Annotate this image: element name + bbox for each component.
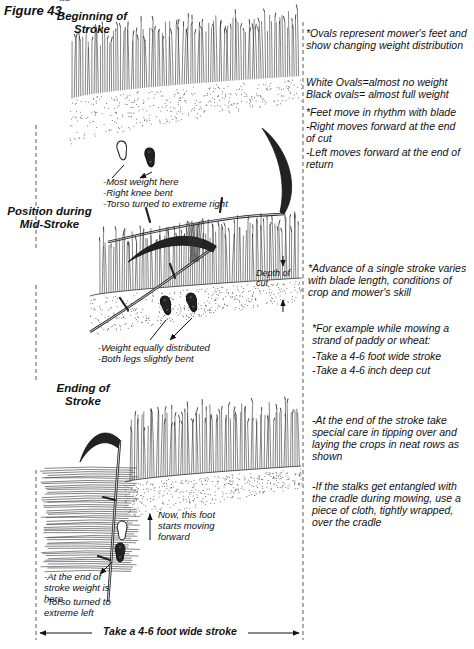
annotation: -Torso turned to extreme left — [44, 597, 124, 619]
annotation: -Take a 4-6 foot wide stroke — [312, 350, 472, 362]
guide-line — [36, 125, 37, 250]
stage-heading: Beginning of Stroke — [52, 10, 132, 36]
stage-heading: Position during Mid-Stroke — [2, 205, 97, 231]
stage-heading: Ending of Stroke — [38, 382, 128, 408]
field-edge — [90, 278, 302, 296]
guide-line — [36, 285, 37, 380]
light-foot — [116, 140, 128, 160]
ground-stipple — [90, 281, 302, 334]
annotation: Depth of cut — [256, 268, 300, 289]
annotation: -Right moves forward at the end of cut — [306, 120, 456, 144]
arrow — [150, 514, 151, 540]
weighted-foot — [144, 147, 156, 167]
annotation: -Torso turned to extreme right — [103, 199, 263, 210]
weighted-foot — [115, 543, 125, 562]
guide-line — [36, 470, 37, 640]
label-backing — [92, 624, 248, 640]
stage-heading: Take a 4-6 foot wide stroke — [92, 625, 248, 637]
arrow — [283, 300, 284, 312]
annotation: -Take a 4-6 inch deep cut — [312, 364, 472, 376]
annotation: *Feet move in rhythm with blade — [306, 106, 471, 118]
annotation: *Ovals represent mower's feet and show c… — [306, 27, 471, 51]
annotation: White Ovals=almost no weight Black ovals… — [306, 76, 471, 100]
annotation: -If the stalks get entangled with the cr… — [312, 480, 467, 528]
annotation: -At the end of the stroke take special c… — [312, 414, 467, 462]
figure-title: Figure 43. — [4, 3, 65, 18]
weighted-foot — [159, 295, 173, 316]
leader-line — [150, 318, 192, 340]
field-edge — [125, 466, 301, 482]
cut-tuft — [186, 220, 202, 262]
leader-line — [100, 562, 112, 574]
annotation: -Right knee bent — [103, 188, 253, 199]
light-foot — [117, 521, 127, 540]
annotation: -Weight equally distributed — [98, 343, 268, 354]
guide-line — [303, 22, 304, 640]
weighted-foot — [185, 292, 199, 313]
laid-crop-rows — [40, 467, 140, 572]
annotation: -Both legs slightly bent — [98, 354, 268, 365]
annotation: Now, this foot starts moving forward — [158, 510, 236, 543]
annotation: *Advance of a single stroke varies with … — [308, 262, 468, 298]
annotation: -Most weight here — [103, 177, 253, 188]
annotation: -Left moves forward at the end of return — [306, 146, 461, 170]
artwork — [36, 0, 303, 640]
arrow — [283, 256, 284, 266]
annotation: *For example while mowing a strand of pa… — [312, 322, 470, 346]
grass — [99, 212, 298, 294]
